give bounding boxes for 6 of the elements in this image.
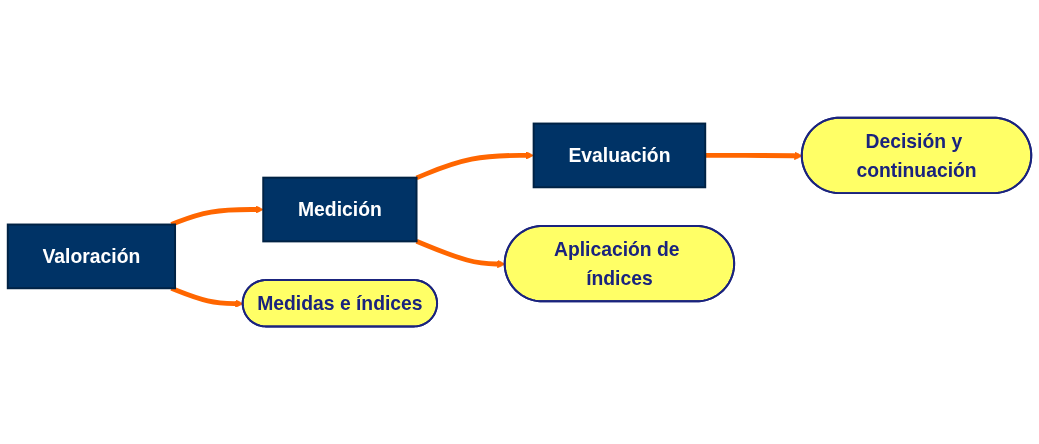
node-box: Evaluación: [532, 122, 707, 189]
arrow: [170, 285, 244, 308]
arrow: [415, 151, 534, 180]
arrow: [170, 205, 264, 227]
node-box: Medición: [262, 176, 418, 243]
node-box: Valoración: [6, 223, 177, 290]
